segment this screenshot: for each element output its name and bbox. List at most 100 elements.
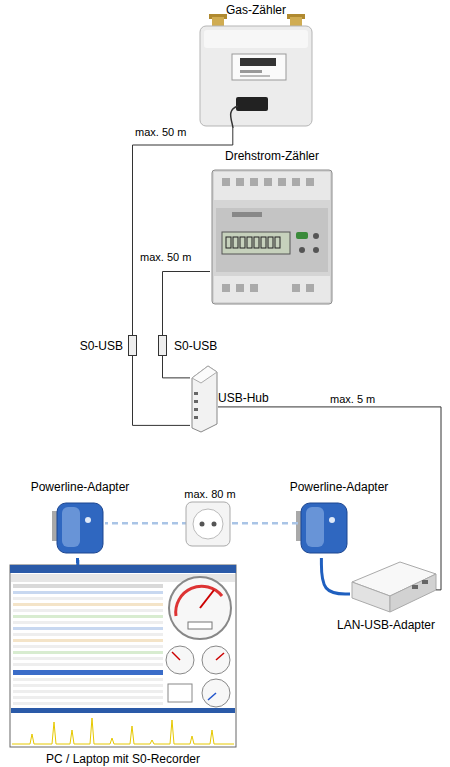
lan-usb-adapter-drawing [390,574,436,612]
wall-socket-drawing [186,502,230,546]
software-screenshot [169,577,231,639]
gas-meter-drawing [240,75,270,77]
three-phase-meter-drawing [236,178,244,186]
three-phase-meter-drawing [250,178,258,186]
device-label: LAN-USB-Adapter [313,618,450,633]
wall-socket-drawing [193,509,223,539]
three-phase-meter-drawing [250,284,258,292]
distance-label: max. 80 m [172,487,248,501]
signal-wire [133,128,233,335]
device-label: Drehstrom-Zähler [190,149,354,164]
software-screenshot [12,718,234,744]
software-screenshot [13,584,163,588]
usb-hub-drawing [194,400,198,403]
usb-hub-drawing [192,366,217,432]
usb-hub-drawing [192,366,217,432]
software-screenshot [172,652,180,660]
signal-wire [133,356,191,425]
three-phase-meter-drawing [306,284,314,292]
gas-meter-drawing [204,30,308,48]
signal-wire [163,272,211,336]
three-phase-meter-drawing [292,284,300,292]
three-phase-meter-drawing [222,178,230,186]
wall-socket-drawing [186,502,230,546]
software-screenshot [208,693,216,700]
three-phase-meter-drawing [313,233,319,239]
distance-label: max. 5 m [330,392,410,406]
powerline-adapter-drawing [62,507,80,547]
powerline-adapter-drawing [301,503,347,553]
software-screenshot [13,702,163,705]
powerline-adapter-drawing [57,503,103,553]
three-phase-meter-drawing [214,172,330,200]
device-label: USB-Hub [218,391,298,406]
three-phase-meter-drawing [299,247,305,253]
software-screenshot [13,591,163,594]
three-phase-meter-drawing [275,237,280,248]
network-adapter: Powerline-Adapter [298,500,350,558]
distance-label: max. 50 m [140,250,220,264]
signal-wire [218,407,441,590]
lan-usb-adapter-drawing [352,562,436,612]
software-screenshot [166,646,194,674]
gas-meter-drawing [200,26,312,126]
software-screenshot [10,565,236,747]
device-label: Gas-Zähler [178,3,334,18]
gas-meter-drawing [231,106,238,128]
software-screenshot [216,653,224,660]
lan-usb-adapter-drawing [422,580,428,584]
three-phase-meter-drawing [313,247,319,253]
software-screenshot [13,645,163,648]
software-screenshot [11,713,235,746]
gas-meter-drawing [240,70,262,73]
three-phase-meter-drawing [240,237,245,248]
software-screenshot [13,609,163,612]
device-label: Powerline-Adapter [264,480,414,495]
usb-hub-drawing [192,366,217,383]
interface-box: S0-USB [128,335,137,356]
three-phase-meter-drawing [278,178,286,186]
meter-device: Drehstrom-Zähler [210,168,334,306]
software-screenshot [13,621,163,624]
three-phase-meter-drawing [254,237,259,248]
software-screenshot [13,651,163,654]
three-phase-meter-drawing [292,178,300,186]
software-screenshot [13,696,163,699]
powerline-adapter-drawing [85,517,91,523]
usb-hub-drawing [194,408,198,411]
software-screenshot [13,633,163,636]
device-label: Powerline-Adapter [15,480,145,495]
software-screenshot [13,627,163,630]
meter-device: Gas-Zähler [198,22,314,128]
software-screenshot [13,690,163,693]
powerline-adapter-drawing [329,517,335,523]
usb-hub-drawing [194,416,198,419]
software-screenshot [13,657,163,660]
signal-wire [163,356,191,378]
gas-meter-drawing [240,58,276,66]
software-screenshot [13,663,163,666]
lan-usb-adapter-drawing [352,582,390,612]
powerline-adapter-drawing [52,503,103,553]
software-screenshot [202,646,230,674]
powerline-adapter-drawing [306,507,324,547]
hub-device: USB-Hub [190,366,218,432]
three-phase-meter-drawing [226,237,231,248]
software-screenshot [11,708,235,713]
usb-hub-drawing [194,392,198,395]
gas-meter-drawing [236,97,268,111]
three-phase-meter-drawing [233,237,238,248]
software-screenshot [200,590,214,608]
three-phase-meter-drawing [222,284,230,292]
software-screenshot [13,639,163,642]
three-phase-meter-drawing [247,237,252,248]
three-phase-meter-drawing [212,170,332,304]
powerline-adapter-drawing [296,503,347,553]
network-cable [321,558,350,594]
device-label: PC / Laptop mit S0-Recorder [10,752,236,767]
software-screenshot [13,684,163,687]
